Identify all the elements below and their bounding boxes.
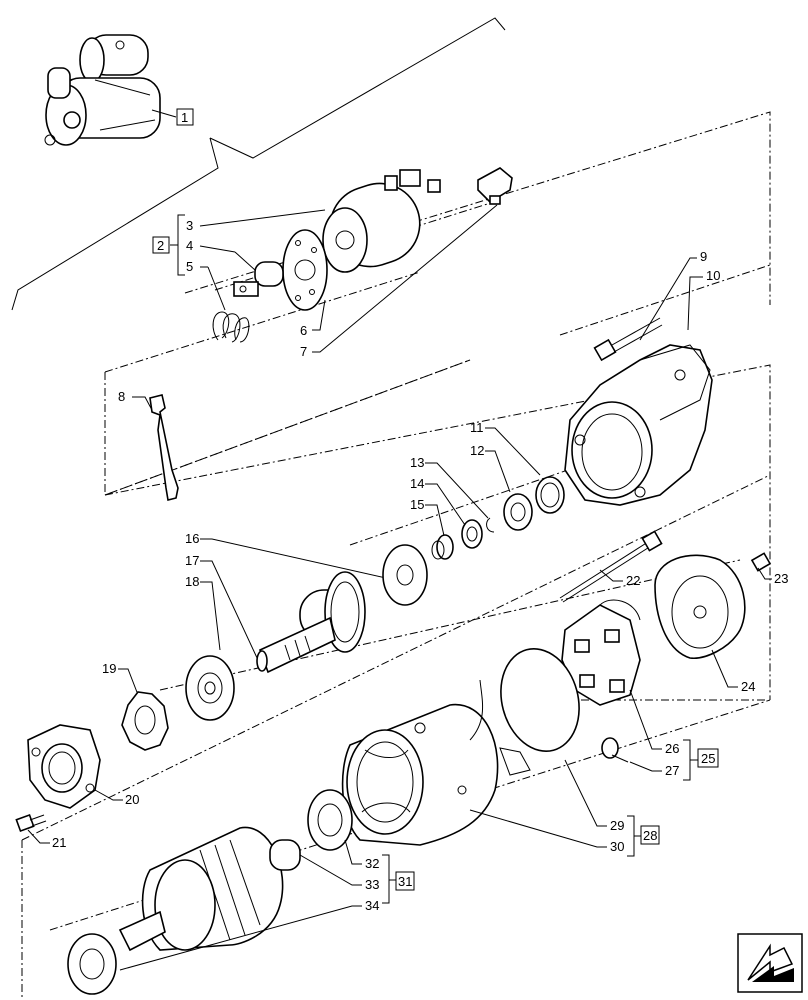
callout-9: 9 [700,249,707,264]
callout-8: 8 [118,389,125,404]
callout-6: 6 [300,323,307,338]
plunger [233,261,284,297]
return-spring [212,311,250,343]
callout-11: 11 [470,420,484,435]
terminal-cap [477,167,513,205]
callout-24: 24 [741,679,755,694]
callout-32: 32 [365,856,379,871]
callout-34: 34 [365,898,379,913]
callout-21: 21 [52,835,66,850]
callout-10: 10 [706,268,720,283]
callout-17: 17 [185,553,199,568]
callout-13: 13 [410,455,424,470]
starter-assembly-overview: 1 [11,17,506,311]
arrow-icon[interactable] [737,933,803,993]
callout-5: 5 [186,259,193,274]
callout-18: 18 [185,574,199,589]
callout-3: 3 [186,218,193,233]
ref-box-31: 31 [398,874,412,889]
callout-33: 33 [365,877,379,892]
retainer-bracket: 8 [118,389,179,501]
callout-12: 12 [470,443,484,458]
ref-box-25: 25 [701,751,715,766]
callout-30: 30 [610,839,624,854]
solenoid-switch [322,169,441,273]
callout-27: 27 [665,763,679,778]
callout-29: 29 [610,818,624,833]
ref-box-28: 28 [643,828,657,843]
yoke-assembly: 29 30 28 [341,648,660,857]
callout-22: 22 [626,573,640,588]
ref-box-1: 1 [181,110,188,125]
solenoid-group: 2 3 4 5 [152,167,513,359]
drive-pinion-and-plate: 19 20 21 [15,661,169,850]
callout-26: 26 [665,741,679,756]
ref-box-2: 2 [157,238,164,253]
callout-23: 23 [774,571,788,586]
callout-20: 20 [125,792,139,807]
commutator-end-cover: 22 23 24 [559,530,788,694]
callout-19: 19 [102,661,116,676]
callout-15: 15 [410,497,424,512]
planetary-gear-shaft: 16 17 18 [185,531,428,721]
drive-end-housing: 9 10 [564,249,720,506]
callout-4: 4 [186,238,193,253]
solenoid-plate [282,229,328,311]
bearing-stack: 11 12 13 14 15 [410,420,565,560]
callout-16: 16 [185,531,199,546]
brush-holder-group: 26 27 25 [561,599,719,781]
armature-group: 32 33 34 31 [67,789,415,995]
callout-14: 14 [410,476,424,491]
callout-7: 7 [300,344,307,359]
